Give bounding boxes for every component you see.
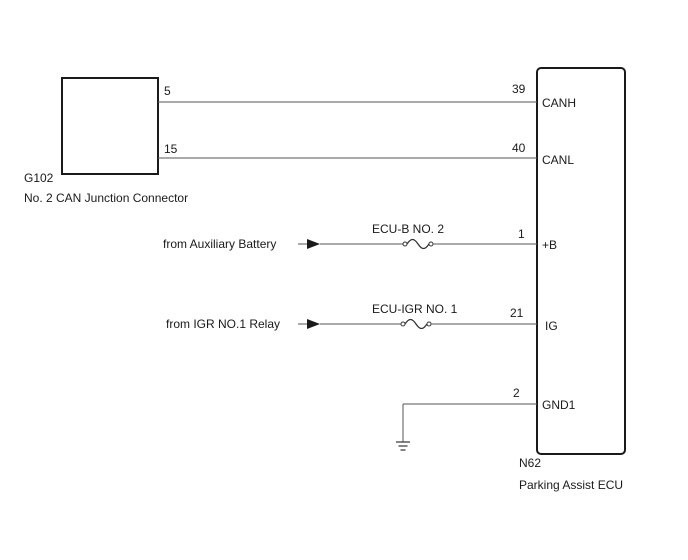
ecu-pin-number-b: 1 xyxy=(518,227,525,241)
connector-pin-canh: 5 xyxy=(164,84,171,98)
can-junction-connector-box xyxy=(61,77,159,175)
fuse-label-ecu-igr: ECU-IGR NO. 1 xyxy=(372,302,458,316)
ground-icon xyxy=(396,441,410,451)
ecu-pin-label-canl: CANL xyxy=(542,153,574,167)
fuse-label-ecu-b: ECU-B NO. 2 xyxy=(372,222,444,236)
parking-assist-ecu-box xyxy=(536,67,626,455)
igr-arrow-icon xyxy=(307,319,320,329)
connector-name: No. 2 CAN Junction Connector xyxy=(24,191,188,205)
ecu-pin-label-gnd1: GND1 xyxy=(542,398,576,412)
fuse-ecu-b-icon xyxy=(406,238,430,250)
connector-pin-canl: 15 xyxy=(164,142,178,156)
ecu-pin-label-canh: CANH xyxy=(542,96,576,110)
ecu-pin-label-ig: IG xyxy=(545,319,558,333)
ecu-code: N62 xyxy=(519,456,541,470)
connector-code: G102 xyxy=(24,171,54,185)
ecu-pin-number-gnd1: 2 xyxy=(513,386,520,400)
ecu-name: Parking Assist ECU xyxy=(519,478,623,492)
fuse-ecu-igr-terminal-right xyxy=(426,321,432,327)
fuse-ecu-b-terminal-left xyxy=(402,241,408,247)
source-label-auxiliary-battery: from Auxiliary Battery xyxy=(163,237,276,251)
battery-arrow-icon xyxy=(307,239,320,249)
fuse-ecu-b-terminal-right xyxy=(428,241,434,247)
ecu-pin-number-canl: 40 xyxy=(512,141,526,155)
ecu-pin-number-canh: 39 xyxy=(512,82,526,96)
fuse-ecu-igr-icon xyxy=(404,318,428,330)
ecu-pin-label-b: +B xyxy=(542,238,557,252)
fuse-ecu-igr-terminal-left xyxy=(400,321,406,327)
source-label-igr-relay: from IGR NO.1 Relay xyxy=(166,317,280,331)
ecu-pin-number-ig: 21 xyxy=(510,306,524,320)
